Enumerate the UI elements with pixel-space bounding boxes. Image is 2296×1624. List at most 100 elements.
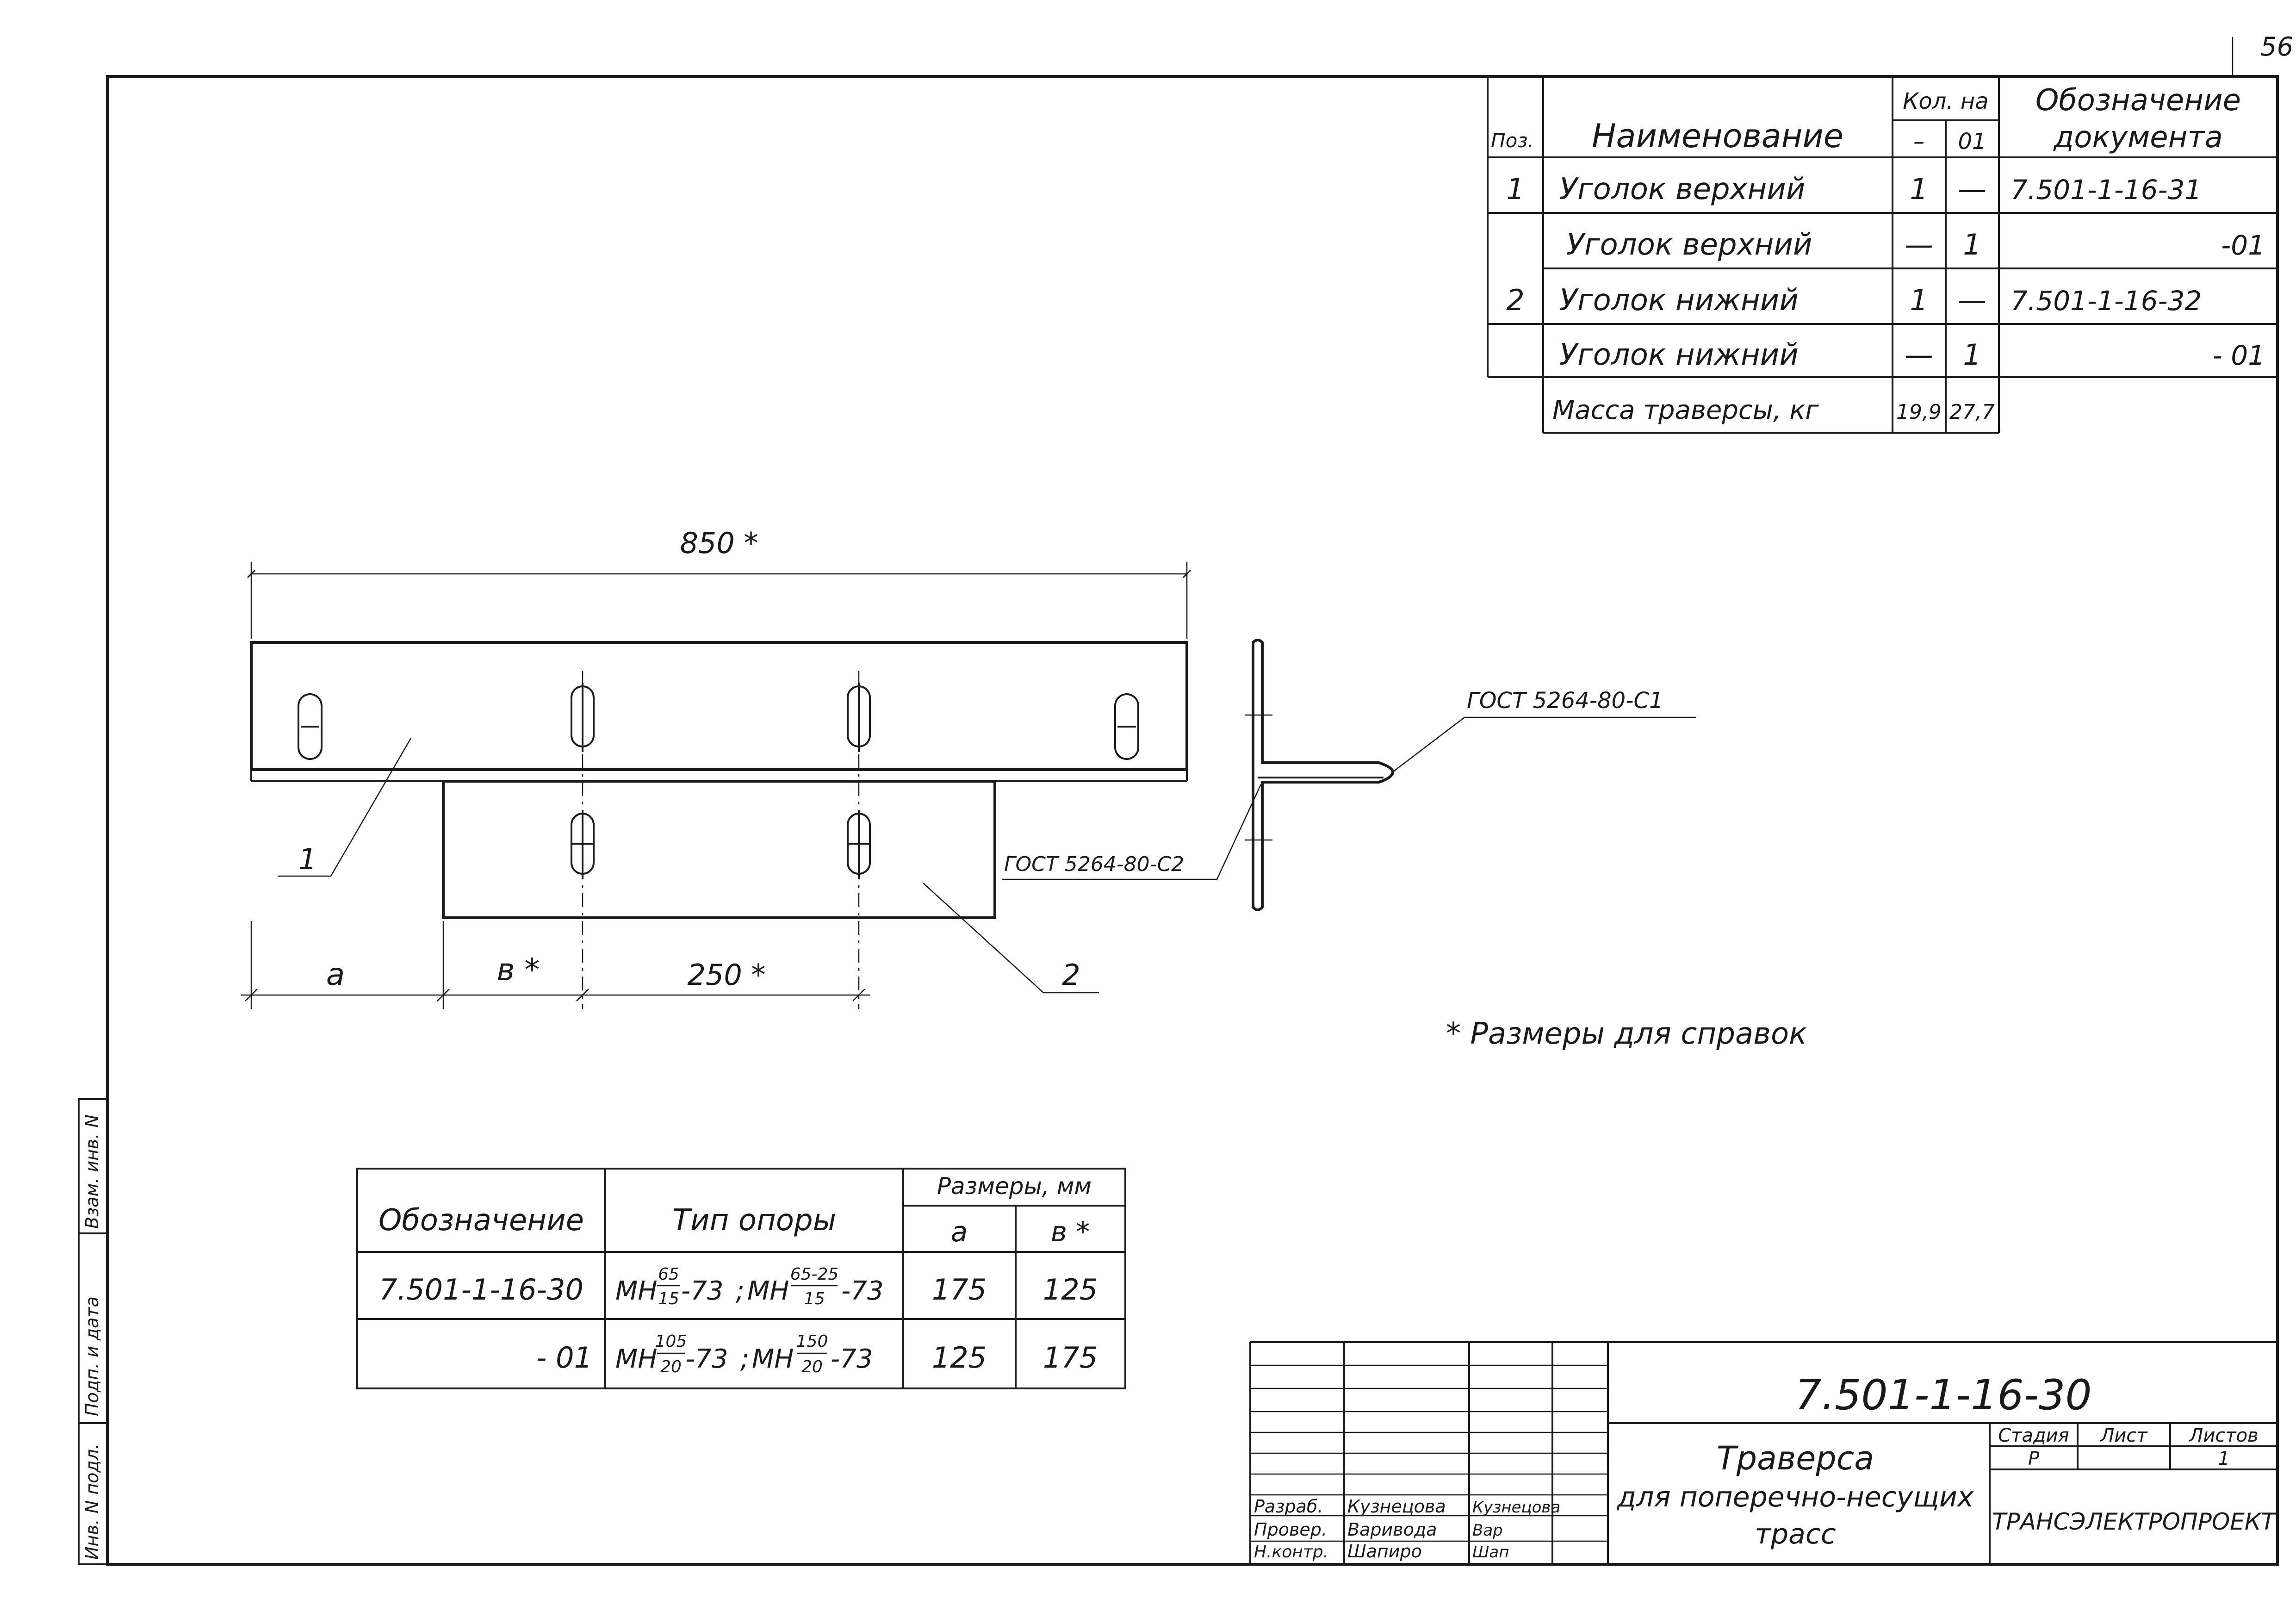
spec-row-4-doc: - 01 (2213, 340, 2265, 371)
side-stamp-replace: Взам. инв. N (82, 1114, 102, 1229)
tb-sign-norm-control: Шап (1472, 1543, 1509, 1562)
spec-header-doc2: документа (2053, 120, 2223, 155)
spec-header-pos: Поз. (1491, 129, 1534, 152)
spec-row-1-doc: 7.501-1-16-31 (2011, 174, 2202, 205)
spec-row-4-q1: — (1905, 338, 1933, 372)
spec-mass-v2: 27,7 (1949, 400, 1995, 424)
traverse-section-view: ГОСТ 5264-80-С1 ГОСТ 5264-80-С2 (1002, 639, 1696, 911)
spec-header-qty-01: 01 (1958, 129, 1986, 155)
title-block: 7.501-1-16-30 Траверса для поперечно-нес… (1249, 1341, 2277, 1564)
spec-header-doc: Обозначение (2035, 83, 2241, 118)
tb-sign-developer: Кузнецова (1472, 1498, 1560, 1517)
lower-angle-slots (571, 810, 871, 879)
title-stage-label: Стадия (1998, 1425, 2069, 1446)
size-row-2-f2n: 150 (796, 1332, 828, 1351)
spec-row-3-q2: — (1958, 283, 1986, 317)
spec-row-1-pos: 1 (1506, 172, 1524, 206)
size-row-1-sep: ; (736, 1276, 745, 1306)
tb-role-norm-control: Н.контр. (1254, 1543, 1328, 1562)
size-header-type: Тип опоры (672, 1203, 836, 1238)
size-header-b: в * (1051, 1216, 1090, 1248)
tb-name-developer: Кузнецова (1347, 1496, 1446, 1517)
size-header-sizes: Размеры, мм (937, 1173, 1092, 1200)
size-row-1-suffix-1: -73 (681, 1276, 723, 1306)
tb-role-checker: Провер. (1254, 1519, 1327, 1540)
size-row-2-sep: ; (740, 1344, 749, 1374)
size-row-1-designation: 7.501-1-16-30 (379, 1273, 583, 1307)
size-row-1-b: 125 (1043, 1273, 1098, 1307)
upper-angle-slots (298, 683, 1139, 760)
size-row-2-f1d: 20 (660, 1357, 682, 1376)
size-row-2-b: 175 (1043, 1341, 1098, 1375)
size-row-1-f1d: 15 (658, 1289, 679, 1308)
size-row-2-type: МН 105 20 -73 ; МН 150 20 -73 (615, 1332, 873, 1376)
traverse-front-view: 850 * (241, 526, 1191, 1009)
spec-row-3-pos: 2 (1506, 283, 1524, 317)
title-sheets-label: Листов (2188, 1425, 2258, 1446)
size-row-2-designation: - 01 (536, 1341, 592, 1375)
title-doc-code: 7.501-1-16-30 (1795, 1371, 2091, 1419)
tb-name-checker: Варивода (1347, 1519, 1437, 1540)
weld-c1-label: ГОСТ 5264-80-С1 (1467, 688, 1663, 714)
spec-row-2-q2: 1 (1963, 228, 1981, 261)
size-row-1-suffix-2: -73 (841, 1276, 883, 1306)
callout-1: 1 (278, 738, 412, 877)
dim-length-850: 850 * (680, 526, 758, 560)
title-line-3: трасс (1755, 1518, 1836, 1550)
spec-row-4-q2: 1 (1963, 338, 1981, 372)
spec-header-qty-base: – (1913, 129, 1924, 155)
side-stamp-sign: Подп. и дата (82, 1296, 102, 1416)
size-table: Обозначение Тип опоры Размеры, мм a в * … (356, 1168, 1126, 1389)
size-row-1-f2d: 15 (804, 1289, 825, 1308)
dim-a: a (326, 957, 345, 992)
spec-table: Поз. Наименование Кол. на – 01 Обозначен… (1487, 76, 2278, 434)
size-row-1-type-2: МН (747, 1276, 789, 1306)
title-line-1: Траверса (1717, 1439, 1874, 1477)
spec-row-2-name: Уголок верхний (1566, 228, 1812, 262)
tb-name-norm-control: Шапиро (1347, 1541, 1422, 1562)
spec-mass-label: Масса траверсы, кг (1552, 395, 1819, 425)
size-row-1-f2n: 65-25 (790, 1265, 839, 1284)
size-row-2-suffix-2: -73 (831, 1344, 873, 1374)
size-header-designation: Обозначение (379, 1203, 584, 1238)
spec-row-4-name: Уголок нижний (1559, 338, 1799, 372)
tb-sign-checker: Вар (1472, 1521, 1503, 1540)
dim-b: в * (497, 952, 540, 988)
size-row-2-type-1: МН (615, 1344, 657, 1374)
spec-row-2-q1: — (1905, 228, 1933, 261)
title-line-2: для поперечно-несущих (1617, 1481, 1974, 1513)
dim-250: 250 * (687, 958, 765, 992)
callout-2-label: 2 (1062, 958, 1080, 992)
tb-role-developer: Разраб. (1254, 1496, 1323, 1517)
size-row-1-type: МН 65 15 -73 ; МН 65-25 15 -73 (615, 1265, 883, 1308)
spec-row-3-q1: 1 (1910, 283, 1928, 317)
callout-2: 2 (923, 883, 1099, 994)
drawing-frame (106, 75, 2279, 1566)
spec-row-1-q2: — (1958, 172, 1986, 206)
spec-row-3-doc: 7.501-1-16-32 (2011, 285, 2202, 317)
spec-row-1-q1: 1 (1910, 172, 1928, 206)
size-row-2-a: 125 (932, 1341, 987, 1375)
spec-row-1-name: Уголок верхний (1559, 172, 1805, 206)
size-row-1-type-1: МН (615, 1276, 657, 1306)
size-header-a: a (951, 1216, 968, 1248)
lower-angle (442, 780, 996, 919)
side-stamp-inv: Инв. N подл. (82, 1444, 102, 1560)
title-organization: ТРАНСЭЛЕКТРОПРОЕКТ (1992, 1508, 2277, 1535)
size-row-2-f2d: 20 (801, 1357, 823, 1376)
callout-1-label: 1 (298, 842, 316, 876)
spec-header-name: Наименование (1592, 117, 1843, 155)
weld-c2-label: ГОСТ 5264-80-С2 (1004, 852, 1184, 876)
size-row-2-suffix-1: -73 (686, 1344, 728, 1374)
page-number-box: 56 (2232, 32, 2293, 76)
spec-row-2-doc: -01 (2221, 230, 2265, 261)
reference-note: * Размеры для справок (1446, 1017, 1807, 1051)
spec-row-3-name: Уголок нижний (1559, 283, 1799, 317)
title-stage: Р (2028, 1448, 2040, 1469)
side-stamp: Инв. N подл. Подп. и дата Взам. инв. N (78, 1098, 108, 1565)
size-row-1-a: 175 (932, 1273, 987, 1307)
slot-centre-lines (582, 671, 860, 1009)
size-row-2-f1n: 105 (655, 1332, 687, 1351)
spec-mass-v1: 19,9 (1896, 400, 1942, 424)
